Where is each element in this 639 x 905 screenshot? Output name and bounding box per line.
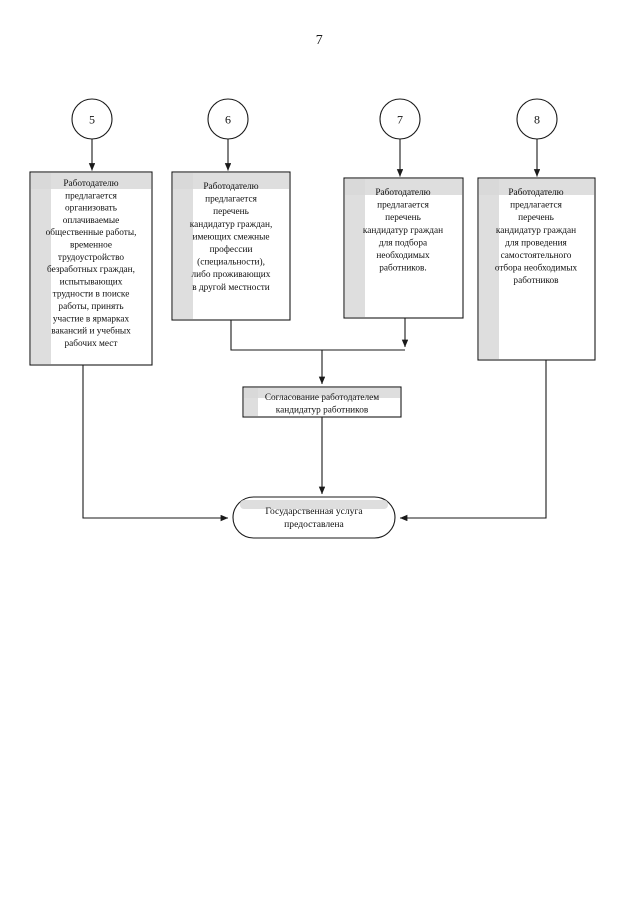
box-1-line-5: общественные работы, (46, 227, 137, 238)
arrow-box4-to-result (399, 360, 547, 522)
arrow-box1-to-result (82, 365, 229, 522)
box-2-line-2: предлагается (205, 195, 257, 205)
box-1-line-8: безработных граждан, (47, 264, 135, 275)
box-2-line-9: в другой местности (192, 282, 270, 293)
box-2-line-6: профессии (210, 244, 253, 255)
box-1-line-14: рабочих мест (65, 338, 118, 349)
box-4-line-5: для проведения (505, 238, 567, 248)
box-2-line-1: Работодателю (203, 181, 258, 192)
box-2-line-4: кандидатур граждан, (190, 220, 273, 230)
box-4-line-2: предлагается (510, 201, 562, 211)
circle-node-6-label: 6 (225, 113, 231, 127)
approval-box[interactable]: Согласование работодателем кандидатур ра… (242, 386, 402, 418)
box-1-line-7: трудоустройство (58, 252, 125, 263)
process-box-3[interactable]: Работодателю предлагается перечень канди… (343, 177, 464, 319)
page-number: 7 (315, 33, 324, 48)
box-4-line-1: Работодателю (508, 187, 563, 198)
box-4-line-4: кандидатур граждан (496, 226, 576, 236)
process-box-2[interactable]: Работодателю предлагается перечень канди… (171, 171, 291, 321)
box-1-line-3: организовать (65, 204, 117, 214)
box-1-line-12: участие в ярмарках (53, 314, 130, 324)
box-1-line-10: трудности в поиске (53, 290, 130, 300)
approval-box-line-2: кандидатур работников (276, 405, 369, 416)
box-2-line-3: перечень (213, 207, 249, 217)
box-1-line-13: вакансий и учебных (51, 326, 131, 337)
box-3-line-7: работников. (379, 263, 426, 274)
result-node[interactable]: Государственная услуга предоставлена (232, 496, 396, 539)
box-1-line-9: испытывающих (60, 277, 123, 287)
connector-circle-7: 7 (379, 98, 421, 140)
process-box-1[interactable]: Работодателю предлагается организовать о… (29, 171, 153, 366)
box-4-line-7: отбора необходимых (495, 263, 578, 274)
box-2-line-8: либо проживающих (192, 269, 271, 280)
box-3-line-6: необходимых (376, 250, 430, 261)
connector-circle-5: 5 (71, 98, 113, 140)
box-3-line-4: кандидатур граждан (363, 226, 443, 236)
connector-circle-8: 8 (516, 98, 558, 140)
box-1-line-2: предлагается (65, 191, 117, 201)
box-2-line-7: (специальности), (197, 257, 265, 268)
circle-node-7-label: 7 (397, 113, 403, 127)
box-2-line-5: имеющих смежные (193, 232, 270, 242)
connector-circle-6: 6 (207, 98, 249, 140)
box-1-line-6: временное (70, 241, 112, 251)
box-4-line-8: работников (513, 275, 559, 286)
circle-node-5-label: 5 (89, 113, 95, 127)
box-1-line-11: работы, принять (58, 301, 123, 312)
process-box-4[interactable]: Работодателю предлагается перечень канди… (477, 177, 596, 361)
box-1-line-1: Работодателю (63, 178, 118, 189)
box-1-line-4: оплачиваемые (63, 216, 119, 226)
box-3-line-3: перечень (385, 213, 421, 223)
box-4-line-6: самостоятельного (501, 251, 572, 261)
result-node-line-2: предоставлена (284, 519, 344, 530)
circle-node-8-label: 8 (534, 113, 540, 127)
path-box2-to-merge (230, 320, 322, 351)
box-3-line-1: Работодателю (375, 187, 430, 198)
result-node-line-1: Государственная услуга (265, 506, 363, 517)
box-4-line-3: перечень (518, 213, 554, 223)
approval-box-line-1: Согласование работодателем (265, 392, 379, 403)
box-3-line-5: для подбора (379, 237, 427, 248)
box-3-line-2: предлагается (377, 201, 429, 211)
